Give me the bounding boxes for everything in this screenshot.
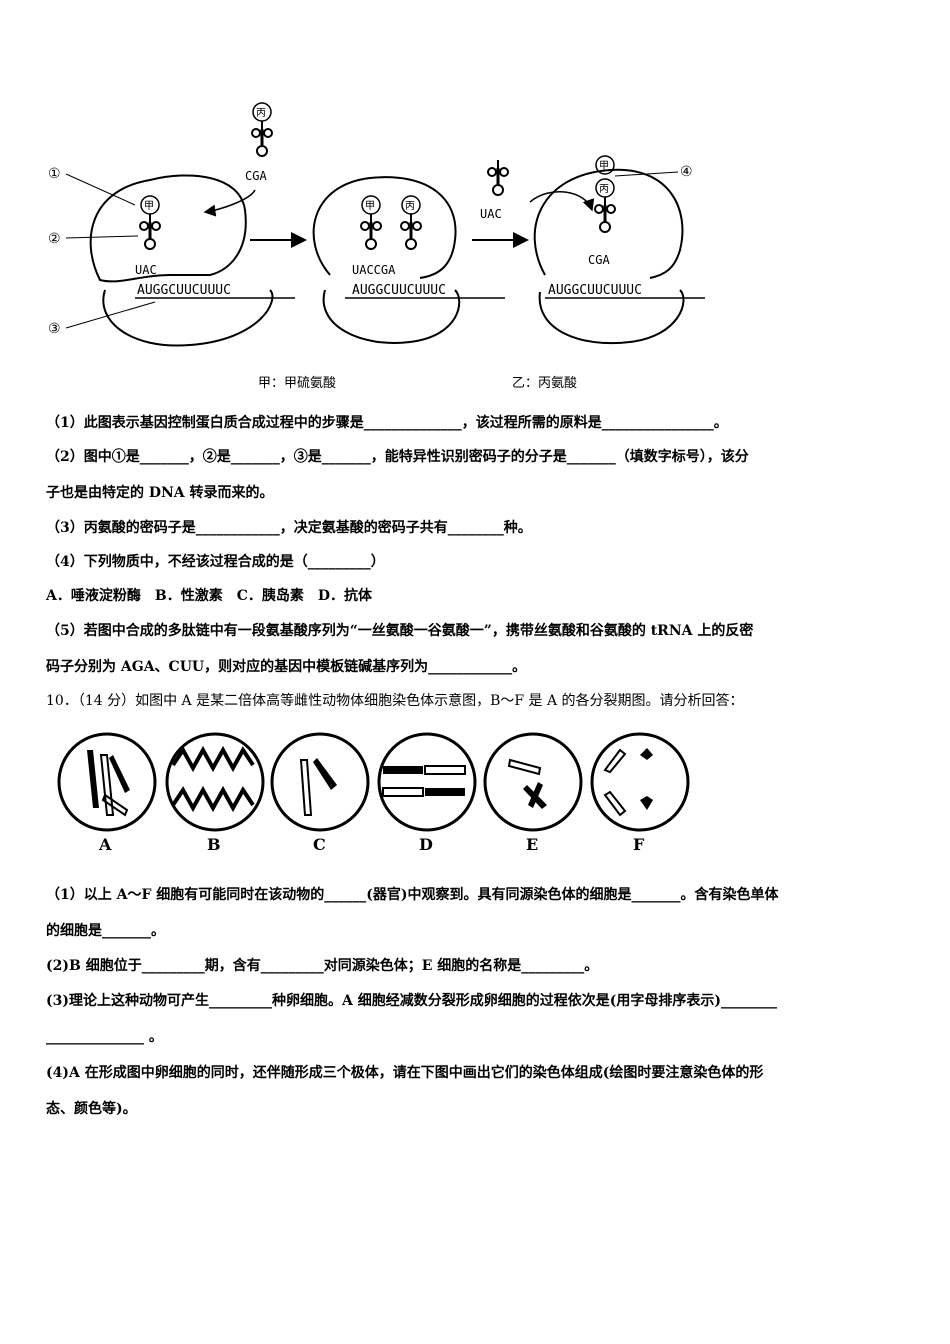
- mrna-strand-2: AUGGCUUCUUUC: [345, 283, 505, 299]
- q10-line-1: （1）以上 A～F 细胞有可能同时在该动物的______(器官)中观察到。具有同…: [46, 887, 779, 903]
- q10-header: 10．（14 分）如图中 A 是某二倍体高等雌性动物体细胞染色体示意图，B～F …: [46, 693, 744, 709]
- mrna-strand-3: AUGGCUUCUUUC: [545, 283, 705, 299]
- ribosome-3: [533, 168, 685, 345]
- ribosome-2: [312, 176, 461, 344]
- svg-text:F: F: [633, 835, 645, 854]
- q9-line-4: （3）丙氨酸的密码子是____________，决定氨基酸的密码子共有_____…: [46, 520, 532, 536]
- anticodon-3: CGA: [588, 253, 610, 267]
- label-3: ③: [48, 321, 61, 337]
- anticodon-1: UAC: [135, 263, 157, 277]
- free-trna-cga: CGA: [245, 169, 267, 183]
- q10-line-7: 态、颜色等)。: [46, 1101, 137, 1117]
- q9-line-6: A．唾液淀粉酶 B．性激素 C．胰岛素 D．抗体: [46, 588, 372, 604]
- q10-line-5: ______________ 。: [46, 1029, 163, 1045]
- svg-text:AUGGCUUCUUUC: AUGGCUUCUUUC: [548, 283, 642, 298]
- legend-yi: 乙：丙氨酸: [512, 376, 578, 391]
- svg-text:AUGGCUUCUUUC: AUGGCUUCUUUC: [137, 283, 231, 298]
- svg-text:D: D: [419, 835, 433, 854]
- label-2: ②: [48, 231, 61, 247]
- q10-line-6: (4)A 在形成图中卵细胞的同时，还伴随形成三个极体，请在下图中画出它们的染色体…: [46, 1065, 764, 1081]
- svg-text:丙: 丙: [405, 201, 415, 212]
- mrna-strand-1: AUGGCUUCUUUC: [135, 283, 295, 299]
- label-1: ①: [48, 166, 61, 182]
- q10-line-4: (3)理论上这种动物可产生_________种卵细胞。A 细胞经减数分裂形成卵细…: [46, 993, 777, 1009]
- cell-division-diagram: A B C D E F: [57, 732, 690, 854]
- q9-line-7: （5）若图中合成的多肽链中有一段氨基酸序列为“一丝氨酸一谷氨酸一”，携带丝氨酸和…: [46, 623, 754, 639]
- cell-a: A: [57, 732, 157, 854]
- label-4: ④: [680, 164, 693, 180]
- amino-label-jia: 甲: [144, 201, 154, 212]
- q9-line-3: 子也是由特定的 DNA 转录而来的。: [46, 485, 274, 501]
- cell-e: E: [483, 732, 583, 854]
- amino-label-bing: 丙: [256, 108, 266, 119]
- q9-line-2: （2）图中①是_______，②是_______，③是_______，能特异性识…: [46, 449, 749, 465]
- q10-line-3: (2)B 细胞位于_________期，含有_________对同源染色体；E …: [46, 958, 599, 974]
- svg-text:B: B: [207, 835, 221, 854]
- svg-text:丙: 丙: [599, 184, 609, 195]
- ribosome-1: [89, 174, 274, 347]
- cell-b: B: [165, 732, 265, 854]
- cell-d: D: [377, 732, 477, 854]
- anticodon-2: UACCGA: [352, 263, 396, 277]
- svg-text:甲: 甲: [365, 201, 375, 212]
- free-trna-uac: UAC: [480, 207, 502, 221]
- translation-diagram: AUGGCUUCUUUC AUGGCUUCUUUC AUGGCUUCUUUC 甲…: [48, 102, 705, 347]
- q10-line-2: 的细胞是_______。: [46, 923, 165, 939]
- legend-jia: 甲：甲硫氨酸: [258, 376, 337, 391]
- q9-line-5: （4）下列物质中，不经该过程合成的是（_________）: [46, 554, 385, 570]
- svg-text:AUGGCUUCUUUC: AUGGCUUCUUUC: [352, 283, 446, 298]
- q9-line-1: （1）此图表示基因控制蛋白质合成过程中的步骤是______________，该过…: [46, 415, 728, 431]
- svg-text:C: C: [313, 835, 326, 854]
- q9-line-8: 码子分别为 AGA、CUU，则对应的基因中模板链碱基序列为___________…: [46, 659, 527, 675]
- svg-text:A: A: [98, 835, 112, 854]
- cell-c: C: [270, 732, 370, 854]
- svg-text:甲: 甲: [599, 161, 609, 172]
- cell-f: F: [590, 732, 690, 854]
- svg-text:E: E: [526, 835, 538, 854]
